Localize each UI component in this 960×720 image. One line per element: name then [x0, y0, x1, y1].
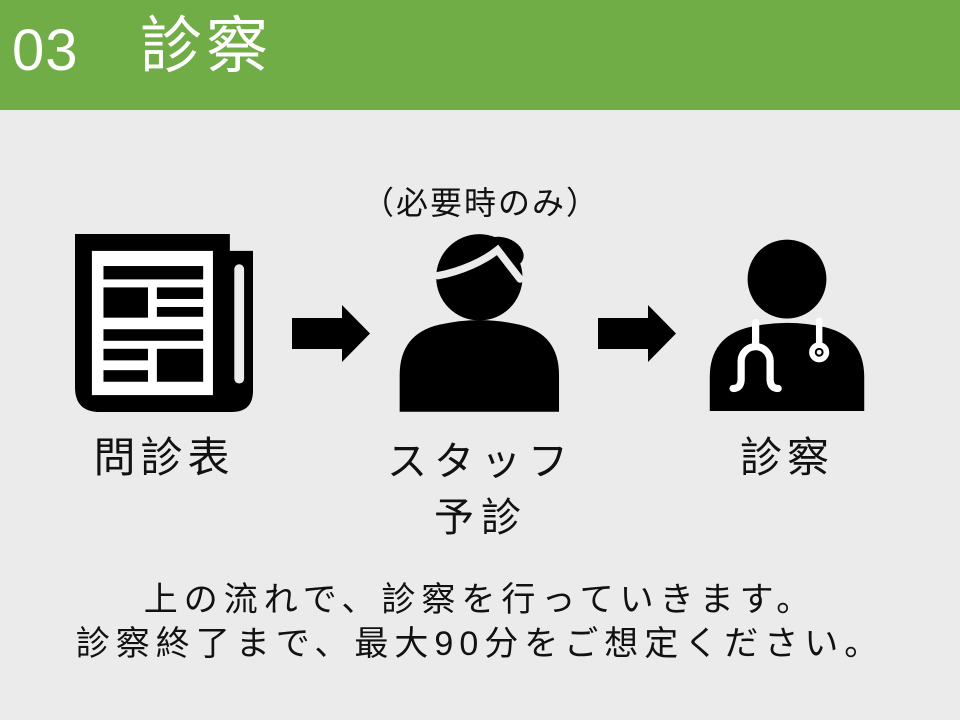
footer-description: 上の流れで、診察を行っていきます。 診察終了まで、最大90分をご想定ください。 — [0, 578, 960, 666]
step-label-questionnaire: 問診表 — [93, 434, 235, 481]
step-label-staff-line1: スタッフ — [387, 440, 575, 484]
footer-line1: 上の流れで、診察を行っていきます。 — [143, 581, 817, 619]
step-label-examination: 診察 — [739, 434, 834, 481]
step-label-staff-screening: スタッフ 予診 — [356, 434, 606, 546]
person-icon — [398, 229, 564, 412]
note-only-when-needed: （必要時のみ） — [361, 185, 600, 221]
slide-number: 03 — [12, 18, 79, 83]
header-bar: 03 診察 — [0, 0, 960, 110]
doctor-icon — [705, 234, 869, 411]
footer-line2: 診察終了まで、最大90分をご想定ください。 — [75, 625, 885, 663]
newspaper-icon — [75, 233, 253, 413]
page-title: 診察 — [140, 12, 273, 81]
arrow-right-icon — [598, 305, 676, 362]
arrow-right-icon — [292, 305, 370, 362]
step-label-staff-line2: 予診 — [434, 496, 528, 540]
